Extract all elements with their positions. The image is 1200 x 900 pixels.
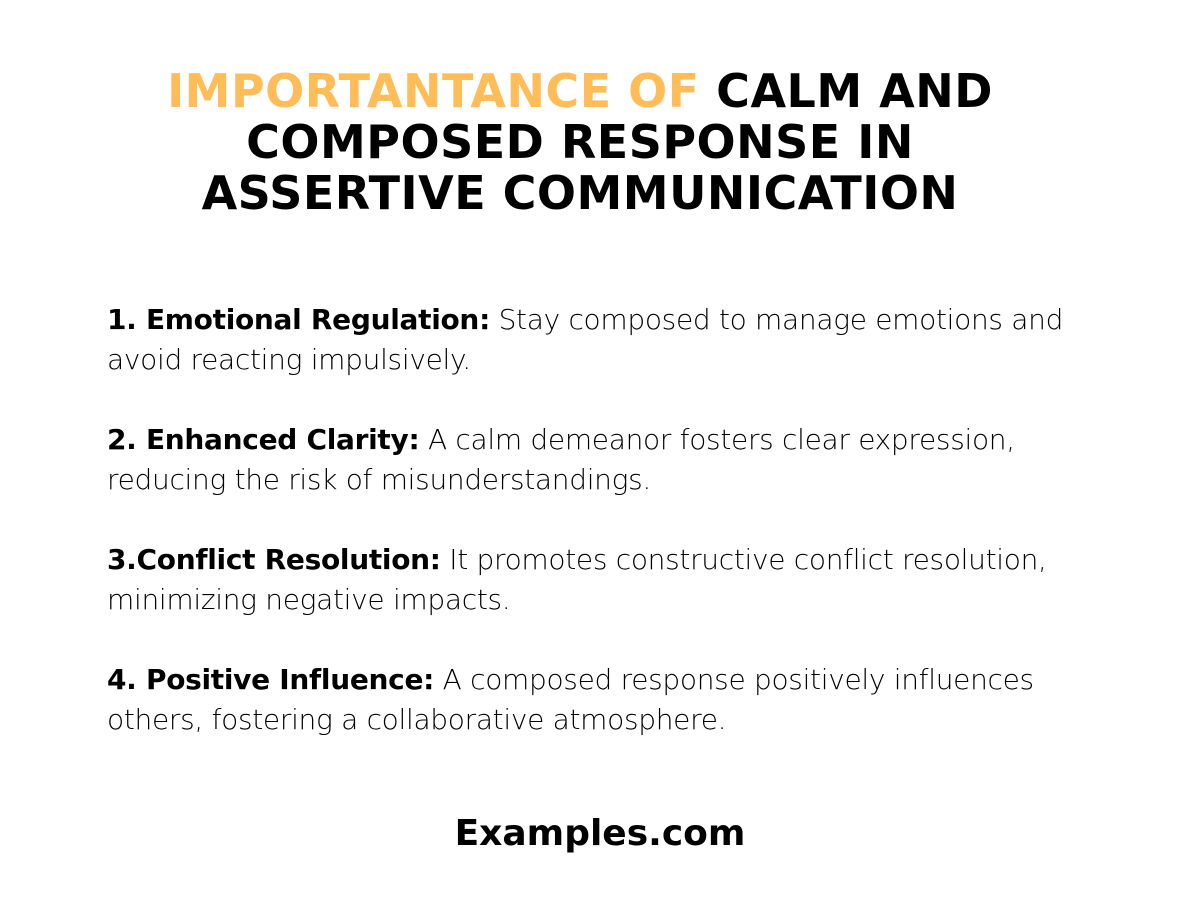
title-line-3: ASSERTIVE COMMUNICATION <box>201 166 959 220</box>
point-text: Stay composed to manage emotions and avo… <box>107 303 1064 376</box>
point-text: It promotes constructive conflict resolu… <box>107 543 1047 616</box>
point-text: A calm demeanor fosters clear expression… <box>107 423 1015 496</box>
footer-brand: Examples.com <box>454 813 746 854</box>
title-line-1-rest: CALM AND <box>699 64 993 118</box>
point-conflict-resolution: 3.Conflict Resolution: It promotes const… <box>107 540 1097 620</box>
point-emotional-regulation: 1. Emotional Regulation: Stay composed t… <box>107 300 1097 380</box>
point-text: A composed response positively influence… <box>107 663 1034 736</box>
title-accent: IMPORTANTANCE OF <box>167 64 700 118</box>
title-line-1: IMPORTANTANCE OF CALM AND <box>100 66 1060 117</box>
points-list: 1. Emotional Regulation: Stay composed t… <box>107 300 1097 780</box>
point-label: 2. Enhanced Clarity: <box>107 423 420 456</box>
point-enhanced-clarity: 2. Enhanced Clarity: A calm demeanor fos… <box>107 420 1097 500</box>
point-label: 3.Conflict Resolution: <box>107 543 441 576</box>
point-label: 4. Positive Influence: <box>107 663 435 696</box>
page-title: IMPORTANTANCE OF CALM AND COMPOSED RESPO… <box>100 66 1060 219</box>
point-label: 1. Emotional Regulation: <box>107 303 490 336</box>
title-line-2: COMPOSED RESPONSE IN <box>246 115 914 169</box>
point-positive-influence: 4. Positive Influence: A composed respon… <box>107 660 1097 740</box>
